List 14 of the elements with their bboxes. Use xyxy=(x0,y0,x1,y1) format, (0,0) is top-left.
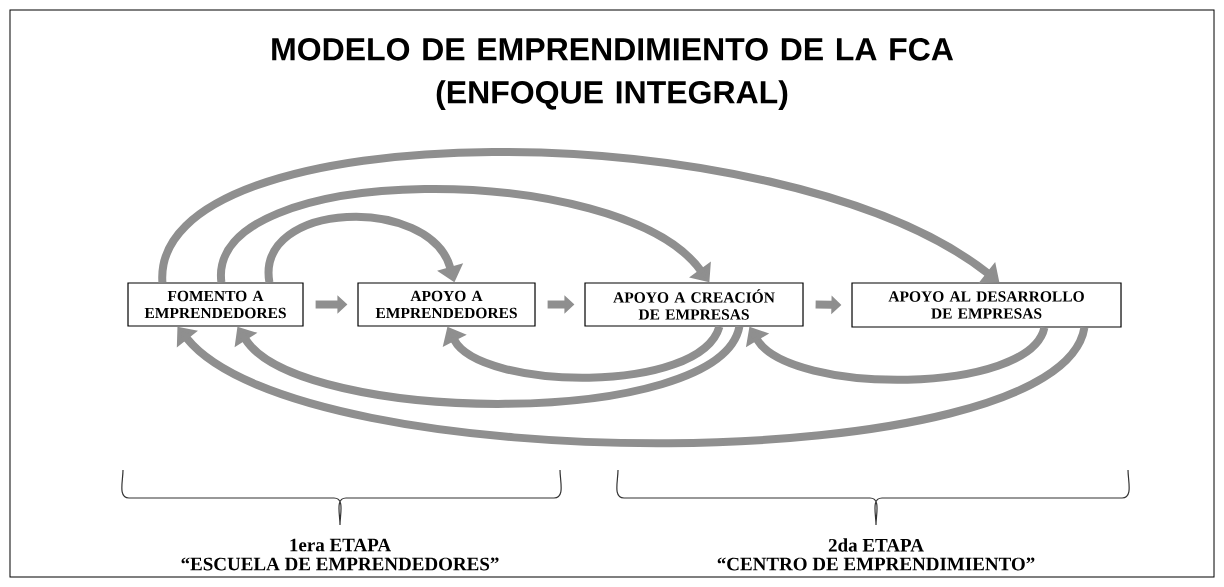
process-box: APOYO AL DESARROLLO DE EMPRESAS xyxy=(851,282,1122,328)
stage-label: “CENTRO DE EMPRENDIMIENTO” xyxy=(717,557,1035,571)
process-box: FOMENTO A EMPRENDEDORES xyxy=(127,282,304,327)
stage-label: “ESCUELA DE EMPRENDEDORES” xyxy=(181,557,499,571)
arrow xyxy=(745,325,1048,384)
arrow xyxy=(217,185,711,284)
arrow xyxy=(442,324,723,382)
process-box: APOYO A CREACIÓN DE EMPRESAS xyxy=(584,282,804,327)
arrow xyxy=(265,212,464,283)
stage-label: 1era ETAPA xyxy=(290,538,391,552)
process-box: APOYO A EMPRENDEDORES xyxy=(357,282,536,327)
arrow xyxy=(234,324,743,408)
title: MODELO DE EMPRENDIMIENTO DE LA FCA (ENFOQUE INTEGRAL) xyxy=(272,38,954,110)
stage-label: 2da ETAPA xyxy=(828,538,924,552)
